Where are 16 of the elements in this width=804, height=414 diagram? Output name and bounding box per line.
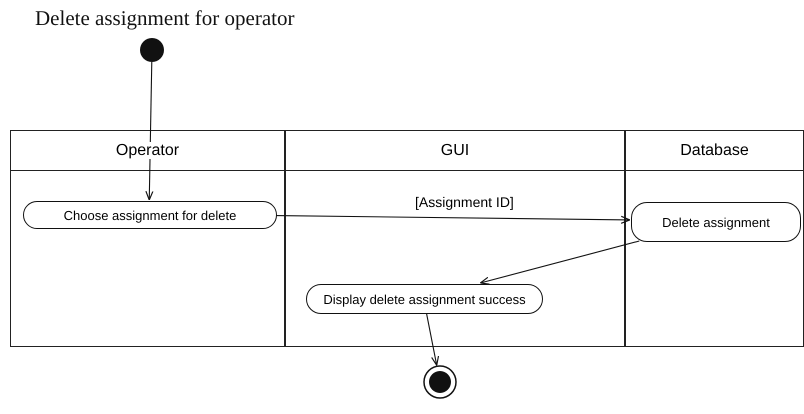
arrow [145, 62, 154, 201]
diagram-title: Delete assignment for operator [35, 6, 294, 31]
arrow [276, 215, 631, 224]
lane-title: Operator [114, 142, 180, 159]
activity-text: Choose assignment for delete [64, 208, 236, 222]
activity-node [306, 284, 543, 314]
activity-node [631, 202, 801, 242]
activity-text: Display delete assignment success [323, 292, 526, 306]
arrow [480, 240, 640, 285]
swimlane [285, 130, 625, 347]
activity-node [23, 201, 277, 229]
swimlane [10, 130, 285, 347]
edge-label: [Assignment ID] [413, 194, 516, 210]
swimlane [625, 130, 804, 347]
activity-text: Delete assignment [662, 214, 770, 230]
arrow [426, 312, 440, 366]
